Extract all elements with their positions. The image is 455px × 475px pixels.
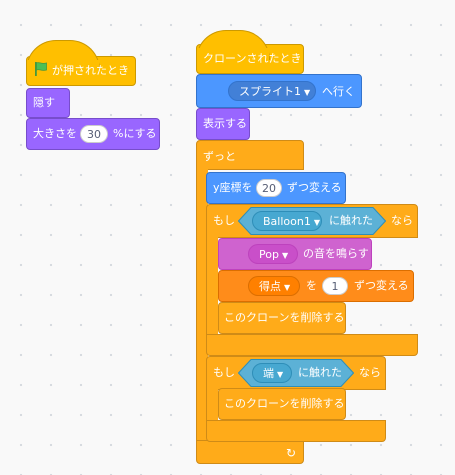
touching-edge-target: 端 (263, 367, 274, 380)
sound-dropdown[interactable]: Pop▼ (248, 244, 298, 264)
change-y-block[interactable] (206, 172, 346, 204)
forever-label: ずっと (203, 150, 236, 163)
change-variable-value-input[interactable]: 1 (322, 277, 348, 295)
change-y-suffix: ずつ変える (287, 181, 342, 194)
variable-name: 得点 (259, 280, 281, 293)
touching-edge-suffix: に触れた (298, 366, 342, 379)
dropdown-caret-icon: ▼ (284, 283, 291, 292)
clone-hat-label: クローンされたとき (203, 52, 302, 65)
touching-balloon-dropdown[interactable]: Balloon1▼ (252, 211, 322, 231)
play-sound-suffix: の音を鳴らす (303, 247, 369, 260)
delete-clone-label-2: このクローンを削除する (224, 397, 345, 410)
if-balloon-arm (206, 236, 218, 336)
change-variable-suffix: ずつ変える (354, 279, 409, 292)
go-to-suffix: へ行く (322, 85, 355, 98)
sound-name: Pop (259, 248, 279, 261)
dropdown-caret-icon: ▼ (281, 251, 289, 260)
set-size-block[interactable] (26, 118, 160, 150)
size-value-input[interactable]: 30 (80, 125, 108, 143)
clone-hat-cap-fill (197, 48, 269, 62)
if-edge-arm (206, 388, 218, 422)
touching-balloon-target: Balloon1 (263, 215, 311, 228)
dropdown-caret-icon: ▼ (304, 88, 311, 97)
touching-edge-dropdown[interactable]: 端▼ (252, 363, 292, 383)
set-size-suffix: %にする (113, 127, 157, 140)
variable-dropdown[interactable]: 得点▼ (248, 276, 300, 296)
hat-label: が押されたとき (52, 64, 129, 77)
if1-then-label: なら (391, 214, 413, 227)
delete-clone-block-2[interactable] (218, 388, 346, 420)
if2-label: もし (213, 366, 235, 379)
show-block[interactable] (196, 108, 250, 140)
hide-block[interactable] (26, 88, 70, 118)
delete-clone-label-1: このクローンを削除する (224, 311, 345, 324)
change-variable-mid: を (306, 279, 317, 292)
dropdown-caret-icon: ▼ (277, 370, 284, 379)
touching-edge-boolean[interactable]: 端▼ に触れた (238, 359, 354, 387)
change-y-prefix: y座標を (213, 181, 253, 194)
show-label: 表示する (203, 117, 247, 130)
go-to-target-label: スプライト1 (239, 85, 301, 98)
forever-arm (196, 168, 208, 440)
delete-clone-block-1[interactable] (218, 302, 346, 334)
set-size-prefix: 大きさを (33, 127, 77, 140)
change-y-value-input[interactable]: 20 (256, 179, 282, 197)
green-flag-icon[interactable] (34, 61, 48, 81)
if1-label: もし (213, 214, 235, 227)
if2-then-label: なら (359, 366, 381, 379)
forever-block[interactable] (196, 140, 304, 170)
forever-bottom (196, 440, 304, 464)
touching-balloon-suffix: に触れた (329, 214, 373, 227)
touching-balloon-boolean[interactable]: Balloon1▼ に触れた (238, 207, 386, 235)
go-to-target-dropdown[interactable]: スプライト1▼ (228, 81, 316, 101)
if-edge-bottom (206, 420, 386, 442)
dropdown-caret-icon: ▼ (313, 218, 320, 227)
hide-label: 隠す (33, 96, 55, 109)
if-balloon-bottom (206, 334, 418, 356)
loop-arrow-icon: ↻ (286, 446, 297, 460)
